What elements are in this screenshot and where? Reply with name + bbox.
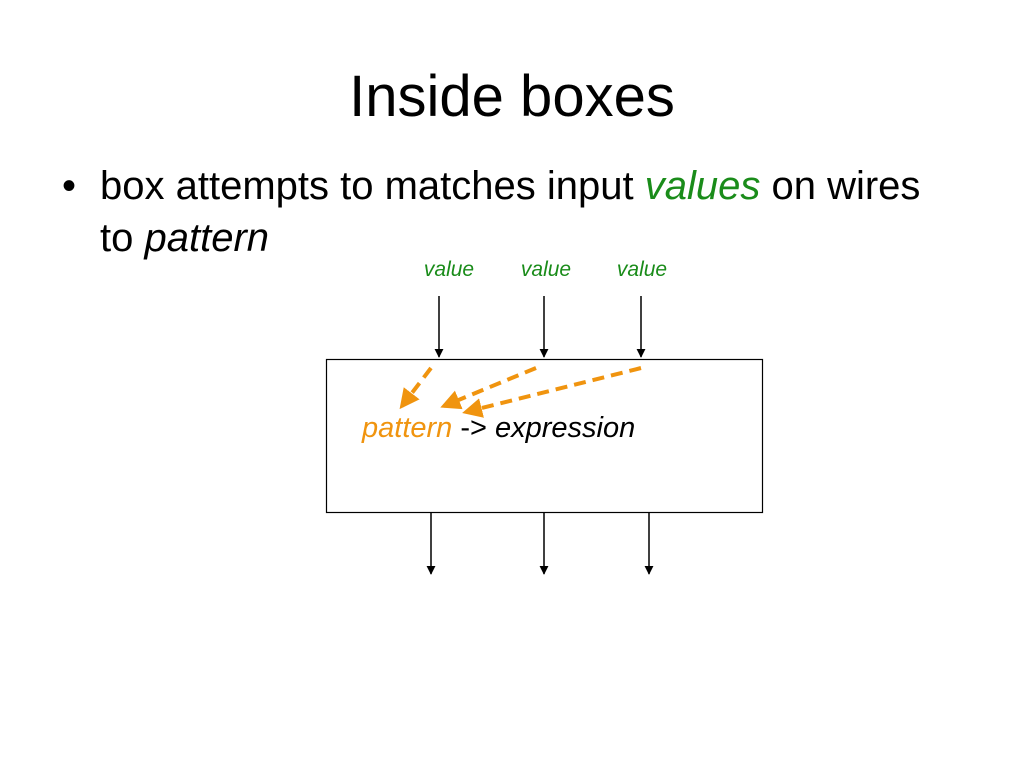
bullet-text: box attempts to matches input values on …	[100, 160, 950, 264]
match-arrow-1	[399, 366, 433, 410]
pattern-word: pattern	[144, 216, 270, 260]
box	[325, 358, 764, 514]
values-word: values	[644, 164, 761, 208]
bullet-text-part1: box attempts to matches input	[100, 164, 645, 208]
match-arrow-2	[440, 366, 537, 410]
slide-title: Inside boxes	[349, 64, 675, 129]
box-expression-text: expression	[495, 412, 635, 444]
input-value-label-3: value	[617, 258, 667, 281]
match-arrow-3	[462, 366, 642, 418]
box-rule: pattern -> expression	[361, 412, 635, 444]
bullet-text-part2: on wires to	[100, 164, 921, 260]
input-value-label-2: value	[521, 258, 571, 281]
input-value-label-1: value	[424, 258, 474, 281]
box-arrow-text: ->	[452, 412, 495, 444]
bullet-marker: •	[62, 164, 77, 208]
box-pattern-text: pattern	[361, 412, 452, 444]
